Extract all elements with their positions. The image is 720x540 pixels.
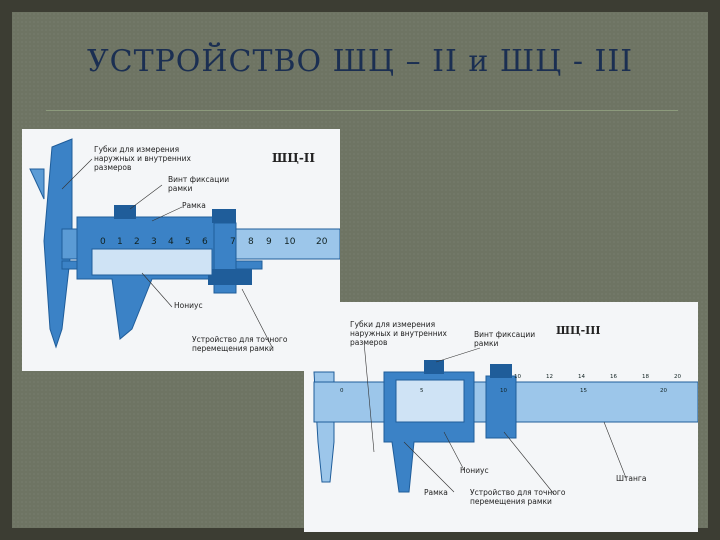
screw-label-shc3: Винт фиксации рамки	[474, 330, 536, 348]
scale-number: 14	[578, 374, 585, 380]
fine-adjust-label: Устройство для точного перемещения рамки	[192, 335, 288, 353]
scale-number: 0	[100, 237, 106, 247]
caliper-shc3-diagram: ШЦ-III Губки для измерения наружных и вн…	[304, 302, 698, 532]
scale-number: 2	[134, 237, 140, 247]
caliper-shc2-diagram: ШЦ-II Губки для измерения наружных и вну…	[22, 129, 340, 371]
caliper-shc2-drawing	[29, 138, 340, 349]
slide: УСТРОЙСТВО ШЦ – II и ШЦ - III	[12, 12, 708, 532]
frame-label-shc3: Рамка	[424, 488, 448, 497]
scale-number: 10	[284, 237, 296, 247]
scale-number: 4	[168, 237, 174, 247]
scale-number: 10	[500, 388, 507, 394]
scale-number: 5	[185, 237, 191, 247]
slide-title: УСТРОЙСТВО ШЦ – II и ШЦ - III	[86, 44, 634, 79]
scale-number: 12	[546, 374, 553, 380]
fine-adjust-label-shc3: Устройство для точного перемещения рамки	[470, 488, 566, 506]
caliper-shc3-drawing	[313, 341, 698, 495]
scale-number: 8	[248, 237, 254, 247]
scale-number: 15	[580, 388, 587, 394]
jaws-label-shc3: Губки для измерения наружных и внутренни…	[350, 320, 447, 347]
model-label-shc3: ШЦ-III	[556, 324, 601, 337]
model-label-shc2: ШЦ-II	[272, 151, 316, 165]
nonius-label: Нониус	[174, 301, 203, 310]
scale-number: 5	[420, 388, 424, 394]
title-divider	[46, 110, 678, 111]
scale-number: 9	[266, 237, 272, 247]
scale-number: 16	[610, 374, 617, 380]
scale-number: 6	[202, 237, 208, 247]
bar-label: Штанга	[616, 474, 647, 483]
frame-label: Рамка	[182, 201, 206, 210]
jaws-label: Губки для измерения наружных и внутренни…	[94, 145, 191, 172]
scale-number: 7	[230, 237, 236, 247]
nonius-label-shc3: Нониус	[460, 466, 489, 475]
scale-number: 20	[674, 374, 681, 380]
scale-number: 18	[642, 374, 649, 380]
scale-number: 20	[316, 237, 328, 247]
scale-number: 20	[660, 388, 667, 394]
screw-label: Винт фиксации рамки	[168, 175, 230, 193]
scale-number: 10	[514, 374, 521, 380]
scale-number: 3	[151, 237, 157, 247]
scale-number: 0	[340, 388, 344, 394]
scale-number: 1	[117, 237, 123, 247]
